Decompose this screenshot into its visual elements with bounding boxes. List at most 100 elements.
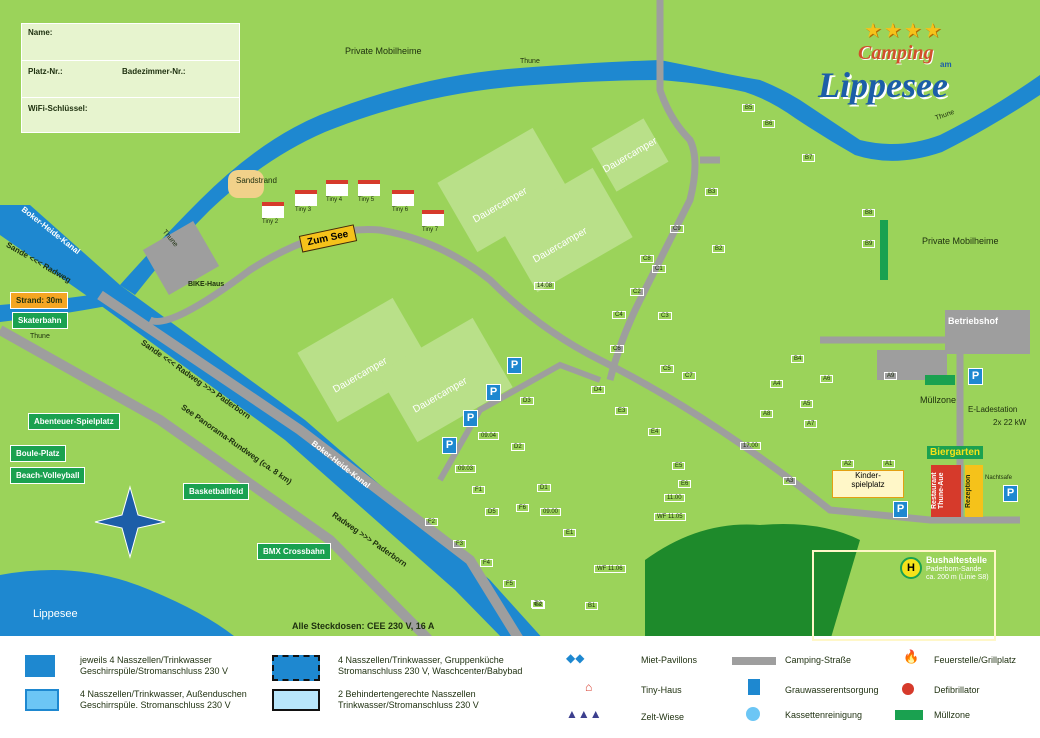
plot-E2[interactable]: E2 — [532, 601, 546, 609]
form-name-row[interactable]: Name: — [22, 24, 239, 61]
kassette-icon — [746, 707, 760, 721]
plot-C6[interactable]: C6 — [610, 345, 624, 353]
plot-E6[interactable]: E6 — [678, 480, 692, 488]
betriebshof-area — [945, 310, 1030, 354]
plot-E2[interactable]: E2 — [531, 600, 545, 608]
plot-A5[interactable]: A5 — [800, 400, 814, 408]
plot-E5[interactable]: E5 — [672, 462, 686, 470]
plot-11-00[interactable]: 11.00 — [664, 494, 685, 502]
abenteuer-chip[interactable]: Abenteuer-Spielplatz — [28, 413, 120, 430]
plot-B3[interactable]: B3 — [705, 188, 719, 196]
tiny-house-3[interactable] — [295, 190, 317, 206]
rezeption-sign[interactable]: Rezeption — [965, 465, 983, 517]
tiny-house-5[interactable] — [358, 180, 380, 196]
plot-F1[interactable]: F1 — [472, 486, 486, 494]
plot-D4[interactable]: D4 — [591, 386, 605, 394]
plot-A9[interactable]: A9 — [884, 372, 898, 380]
plot-A1[interactable]: A1 — [882, 460, 896, 468]
legend-item-4: 2 Behindertengerechte Nasszellen Trinkwa… — [338, 689, 479, 710]
boule-chip[interactable]: Boule-Platz — [10, 445, 66, 462]
dauercamper-field-3 — [591, 118, 669, 192]
legend-item-9: Grauwasserentsorgung — [785, 685, 879, 695]
plot-C2[interactable]: C2 — [630, 288, 644, 296]
tiny-house-4[interactable] — [326, 180, 348, 196]
label-bus-sub2: ca. 200 m (Linie S8) — [926, 574, 989, 581]
plot-C7[interactable]: C7 — [682, 372, 696, 380]
plot-C4[interactable]: C4 — [612, 311, 626, 319]
plot-WF-11-06[interactable]: WF 11.06 — [594, 565, 626, 573]
plot-17-00[interactable]: 17.00 — [740, 442, 762, 450]
legend-swatch-3 — [272, 655, 320, 681]
legend-swatch-grey — [748, 679, 760, 695]
plot-A2[interactable]: A2 — [841, 460, 855, 468]
biergarten-sign: Biergarten — [927, 446, 984, 459]
plot-09-04[interactable]: 09.04 — [478, 432, 500, 440]
plot-A6[interactable]: A6 — [820, 375, 834, 383]
plot-B8[interactable]: B8 — [862, 209, 876, 217]
tiny-house-7[interactable] — [422, 210, 444, 226]
plot-F5[interactable]: F5 — [503, 580, 517, 588]
legend-item-11: Feuerstelle/Grillplatz — [934, 655, 1017, 665]
plot-B2[interactable]: B2 — [712, 245, 726, 253]
plot-A8[interactable]: A8 — [760, 410, 774, 418]
plot-D2[interactable]: D2 — [511, 443, 525, 451]
plot-C9[interactable]: C9 — [670, 225, 684, 233]
plot-B7[interactable]: B7 — [802, 154, 816, 162]
plot-09-00[interactable]: 09.00 — [540, 508, 562, 516]
plot-E4[interactable]: E4 — [648, 428, 662, 436]
label-bike: BIKE-Haus — [188, 281, 225, 288]
form-wifi-row[interactable]: WiFi-Schlüssel: — [22, 98, 239, 131]
tiny-house-label: Tiny 3 — [295, 207, 312, 213]
plot-F2[interactable]: F2 — [425, 518, 439, 526]
pavillon-icon: ◆◆ — [566, 651, 585, 665]
plot-D3[interactable]: D3 — [520, 397, 534, 405]
plot-09-03[interactable]: 09.03 — [455, 465, 477, 473]
plot-E3[interactable]: E3 — [615, 407, 629, 415]
plot-C5[interactable]: C5 — [660, 365, 674, 373]
label-betriebshof: Betriebshof — [948, 316, 999, 326]
dauercamper-field-1 — [437, 127, 573, 253]
plot-C8[interactable]: C8 — [640, 255, 654, 263]
camping-road-north — [606, 0, 699, 381]
parking-sign-6: P — [893, 501, 908, 518]
lake-lippesee — [0, 570, 240, 641]
plot-B4[interactable]: B4 — [791, 355, 805, 363]
plot-E1[interactable]: E1 — [563, 529, 577, 537]
plot-A3[interactable]: A3 — [783, 477, 797, 485]
plot-A7[interactable]: A7 — [804, 420, 818, 428]
plot-B1[interactable]: B1 — [585, 602, 599, 610]
plot-A4[interactable]: A4 — [770, 380, 784, 388]
plot-F3[interactable]: F3 — [453, 540, 467, 548]
plot-B6[interactable]: B6 — [762, 120, 776, 128]
legend-item-10: Kassettenreinigung — [785, 710, 863, 720]
form-platz-row[interactable]: Platz-Nr.: Badezimmer-Nr.: — [22, 61, 239, 98]
forest — [645, 524, 860, 641]
river-thune — [120, 60, 1040, 295]
tiny-house-label: Tiny 6 — [392, 207, 409, 213]
plot-D1[interactable]: D1 — [537, 484, 551, 492]
bmx-chip[interactable]: BMX Crossbahn — [257, 543, 331, 560]
skater-chip[interactable]: Skaterbahn — [12, 312, 68, 329]
kinderspielplatz[interactable]: Kinder- spielplatz — [832, 470, 904, 498]
beach-chip[interactable]: Beach-Volleyball — [10, 467, 86, 484]
plot-14-08[interactable]: 14.08 — [534, 282, 556, 290]
muellzone-bar — [880, 220, 888, 280]
plot-B9[interactable]: B9 — [862, 240, 876, 248]
plot-D5[interactable]: D5 — [485, 508, 499, 516]
rating-stars: ★★★★ — [864, 20, 944, 42]
plot-F4[interactable]: F4 — [480, 559, 494, 567]
plot-F6[interactable]: F6 — [516, 504, 530, 512]
tiny-house-6[interactable] — [392, 190, 414, 206]
restaurant-sign[interactable]: Restaurant Thune-Aue — [931, 465, 961, 517]
label-nachtsafe: Nachtsafe — [985, 475, 1013, 481]
plot-WF-11-05[interactable]: WF 11.05 — [654, 513, 686, 521]
plot-C1[interactable]: C1 — [652, 265, 666, 273]
plot-B5[interactable]: B5 — [742, 104, 756, 112]
map-base — [0, 0, 1040, 641]
basket-chip[interactable]: Basketballfeld — [183, 483, 250, 500]
plot-C3[interactable]: C3 — [658, 312, 672, 320]
tiny-house-2[interactable] — [262, 202, 284, 218]
parking-sign-1: P — [507, 357, 522, 374]
road-radweg-2 — [0, 325, 434, 641]
label-lippesee: Lippesee — [33, 608, 78, 620]
